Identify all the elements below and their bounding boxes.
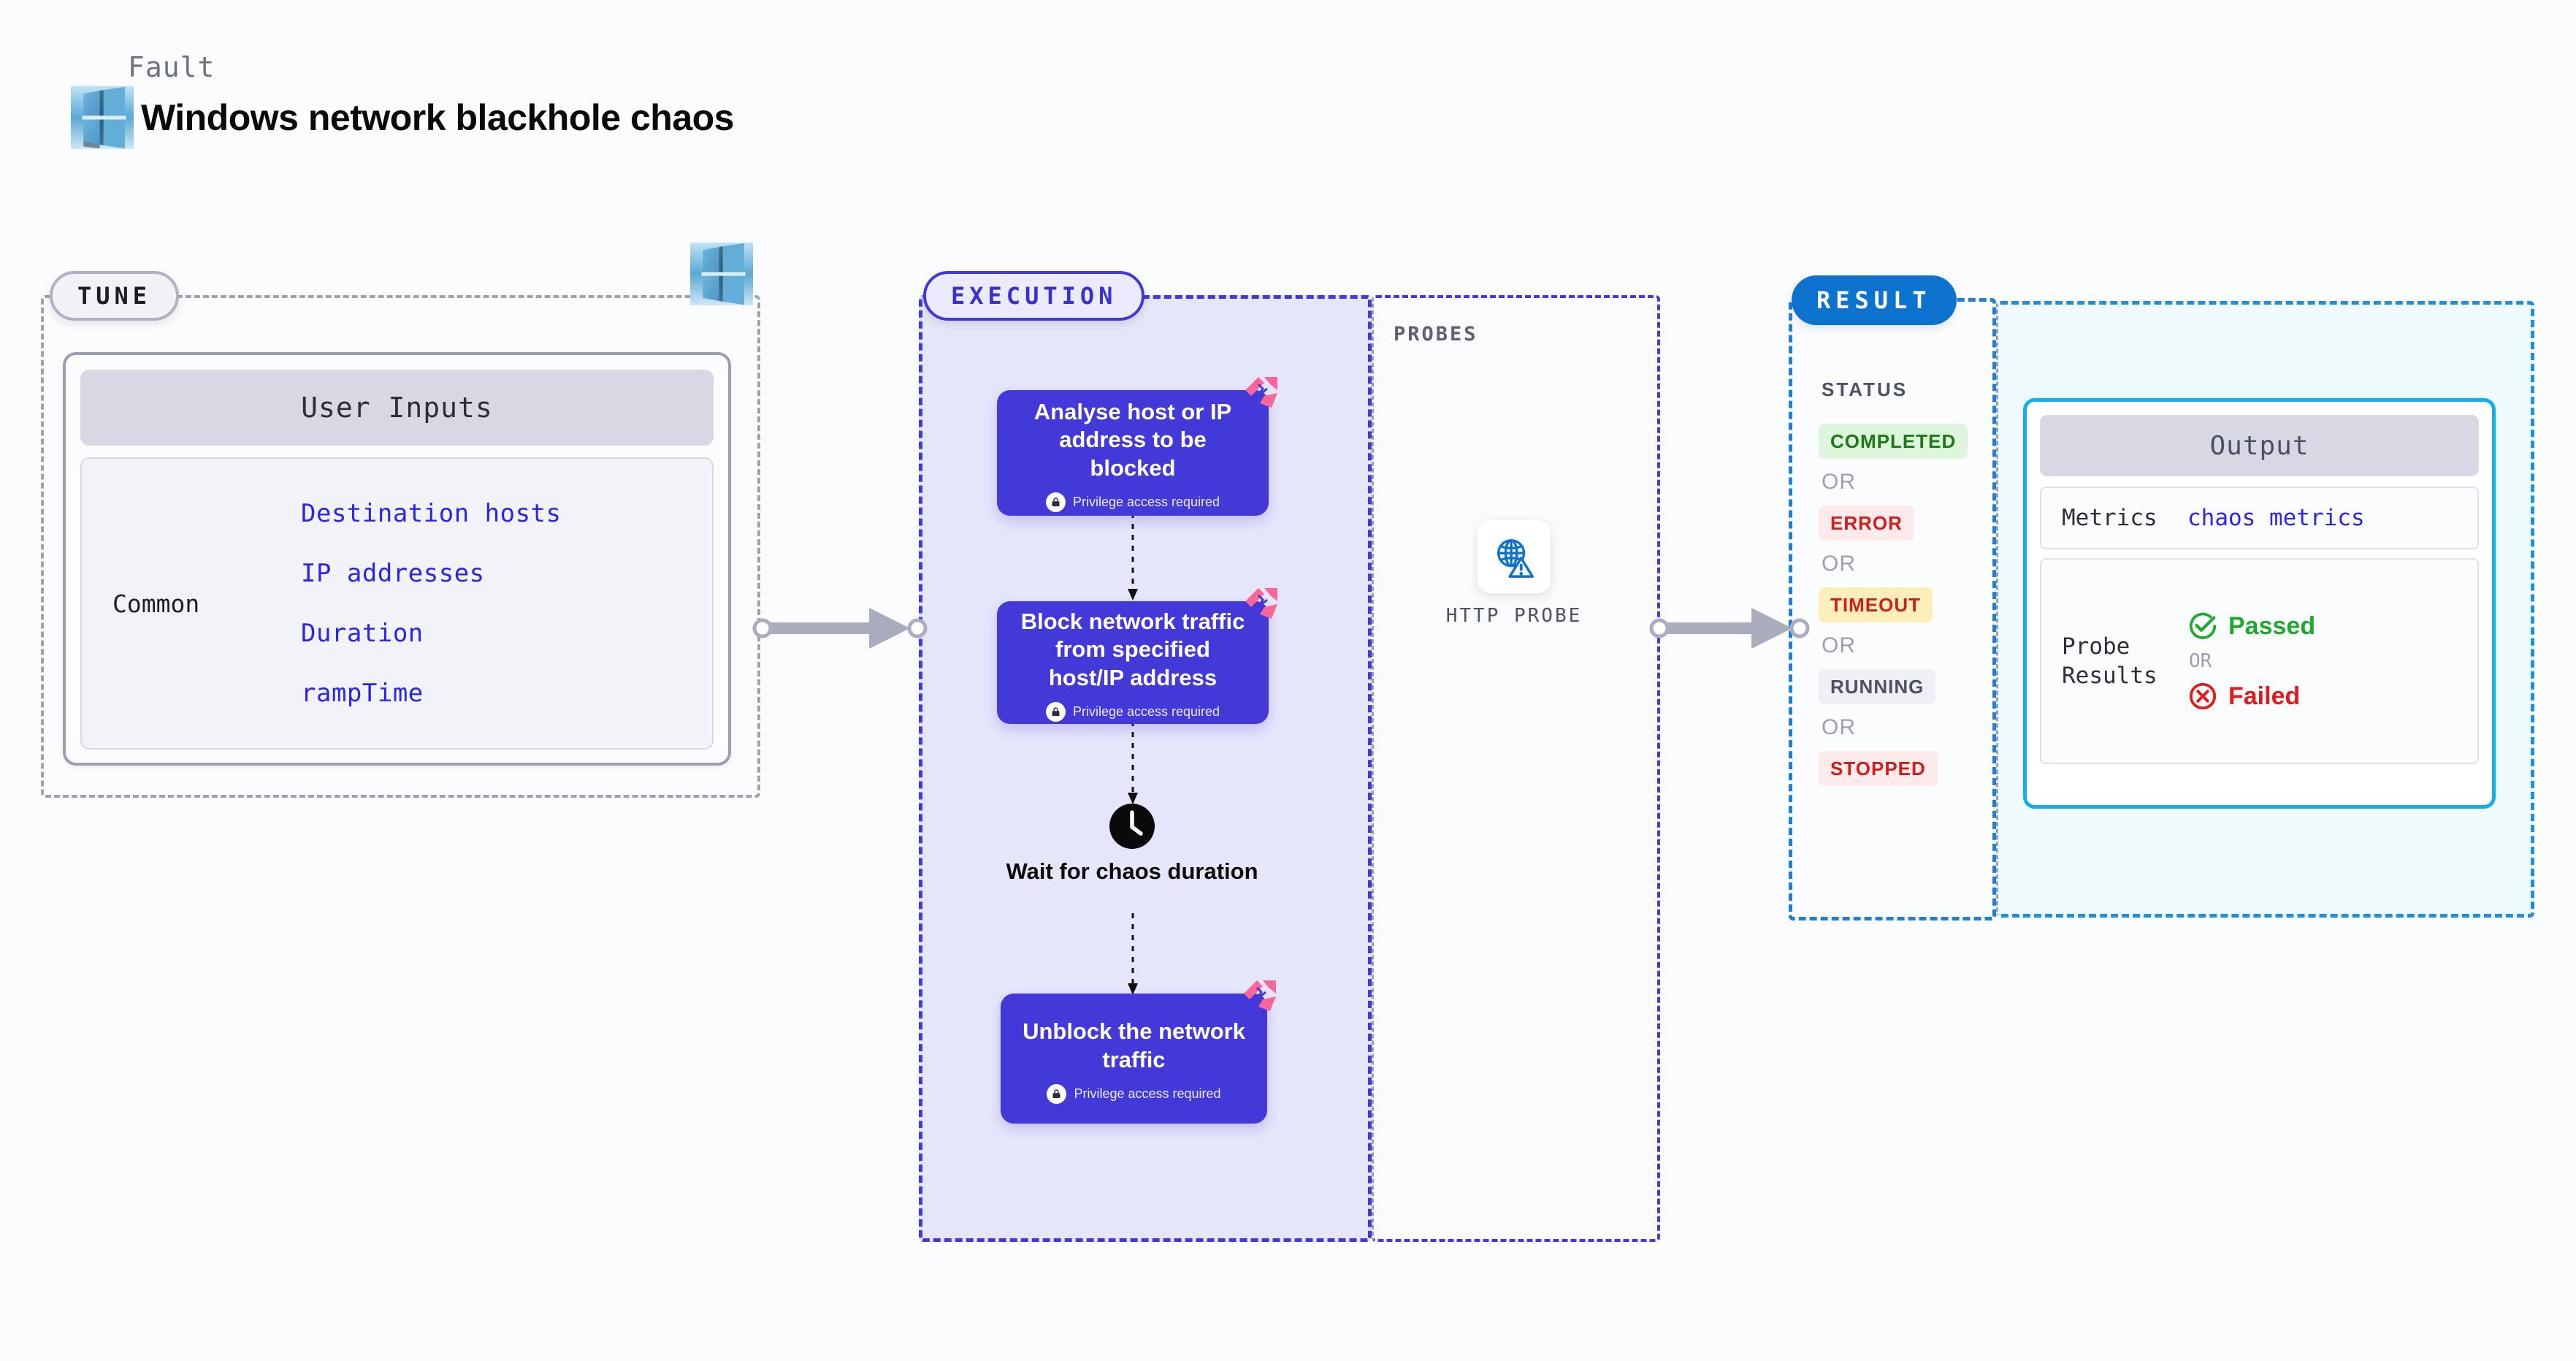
- probe-icon-tile: [1478, 520, 1551, 593]
- windows-logo-icon: [690, 243, 753, 305]
- param-item: rampTime: [301, 679, 424, 708]
- clock-icon: [1109, 804, 1155, 849]
- output-probe-results-key: Probe Results: [2062, 633, 2158, 689]
- tune-phase-badge: TUNE: [50, 271, 180, 321]
- flow-arrow-2: [1128, 721, 1138, 804]
- page-header: Fault Windows network blackhole chaos: [69, 51, 735, 149]
- user-inputs-card: User Inputs Common Destination hosts IP …: [63, 352, 731, 766]
- status-or-label: OR: [1822, 470, 1856, 494]
- connector-tune-to-execution: [752, 608, 928, 649]
- task-title: Analyse host or IP address to be blocked: [1033, 398, 1232, 481]
- user-inputs-body: Common Destination hosts IP addresses Du…: [80, 457, 714, 750]
- check-circle-icon: [2189, 612, 2217, 639]
- probe-result-passed-label: Passed: [2228, 611, 2316, 640]
- wait-node: Wait for chaos duration: [1004, 802, 1260, 885]
- status-badge-error: ERROR: [1819, 506, 1914, 541]
- status-list: COMPLETED OR ERROR OR TIMEOUT OR RUNNING…: [1819, 424, 1994, 786]
- probes-phase-container: [1372, 295, 1660, 1242]
- probe-item-http[interactable]: HTTP PROBE: [1446, 520, 1580, 627]
- output-probe-results-row: Probe Results Passed OR Failed: [2040, 558, 2479, 764]
- probe-item-label: HTTP PROBE: [1445, 605, 1583, 627]
- output-metrics-value[interactable]: chaos metrics: [2187, 505, 2365, 531]
- status-or-label: OR: [1822, 552, 1856, 576]
- privilege-note-label: Privilege access required: [1072, 704, 1220, 720]
- param-list: Destination hosts IP addresses Duration …: [301, 499, 562, 708]
- page-title: Windows network blackhole chaos: [141, 97, 735, 138]
- task-title: Unblock the network traffic: [1023, 1018, 1245, 1072]
- status-section-label: STATUS: [1822, 378, 1908, 400]
- output-card: Output Metrics chaos metrics Probe Resul…: [2023, 398, 2496, 809]
- output-card-title: Output: [2040, 415, 2479, 476]
- windows-logo-icon: [71, 86, 134, 149]
- probe-result-failed: Failed: [2187, 681, 2315, 712]
- flow-arrow-1: [1128, 513, 1138, 601]
- output-metrics-key: Metrics: [2062, 504, 2158, 531]
- lock-icon: [1047, 1083, 1067, 1104]
- execution-phase-badge: EXECUTION: [923, 271, 1145, 321]
- probe-result-passed: Passed: [2187, 611, 2315, 641]
- x-circle-icon: [2189, 682, 2217, 710]
- probe-result-failed-label: Failed: [2228, 682, 2301, 710]
- result-phase-badge: RESULT: [1792, 275, 1957, 325]
- probe-results-values: Passed OR Failed: [2187, 611, 2315, 712]
- fault-kicker: Fault: [128, 51, 215, 83]
- status-badge-stopped: STOPPED: [1819, 751, 1938, 786]
- chaos-badge-icon: [1244, 980, 1276, 1011]
- lock-icon: [1045, 492, 1066, 513]
- privilege-note-label: Privilege access required: [1072, 495, 1220, 510]
- privilege-note: Privilege access required: [1047, 1083, 1221, 1104]
- execution-task-card[interactable]: Block network traffic from specified hos…: [997, 588, 1277, 724]
- task-title: Block network traffic from specified hos…: [1020, 608, 1245, 690]
- user-inputs-title: User Inputs: [80, 370, 714, 446]
- status-or-label: OR: [1822, 715, 1856, 739]
- status-badge-timeout: TIMEOUT: [1819, 587, 1933, 622]
- privilege-note: Privilege access required: [1045, 702, 1220, 723]
- tune-phase-container: [41, 295, 760, 798]
- probes-section-label: PROBES: [1394, 323, 1478, 346]
- output-metrics-row: Metrics chaos metrics: [2040, 487, 2479, 549]
- probe-result-or-label: OR: [2189, 650, 2212, 672]
- status-badge-completed: COMPLETED: [1819, 424, 1968, 459]
- globe-warning-icon: [1497, 539, 1534, 578]
- privilege-note: Privilege access required: [1045, 492, 1220, 513]
- wait-node-label: Wait for chaos duration: [1006, 858, 1258, 884]
- privilege-note-label: Privilege access required: [1074, 1086, 1221, 1101]
- chaos-badge-icon: [1245, 588, 1277, 619]
- fault-title-row: Windows network blackhole chaos: [69, 86, 735, 149]
- connector-execution-to-result: [1649, 608, 1810, 649]
- param-item: IP addresses: [301, 559, 485, 588]
- param-group-label: Common: [112, 589, 200, 618]
- execution-task-card[interactable]: Unblock the network traffic Privilege ac…: [1001, 980, 1276, 1124]
- flow-arrow-3: [1128, 913, 1138, 995]
- lock-icon: [1045, 702, 1066, 723]
- status-or-label: OR: [1822, 633, 1856, 657]
- status-badge-running: RUNNING: [1819, 669, 1936, 704]
- chaos-badge-icon: [1245, 377, 1277, 408]
- param-item: Destination hosts: [301, 499, 562, 528]
- param-item: Duration: [301, 619, 424, 648]
- execution-task-card[interactable]: Analyse host or IP address to be blocked…: [997, 377, 1277, 516]
